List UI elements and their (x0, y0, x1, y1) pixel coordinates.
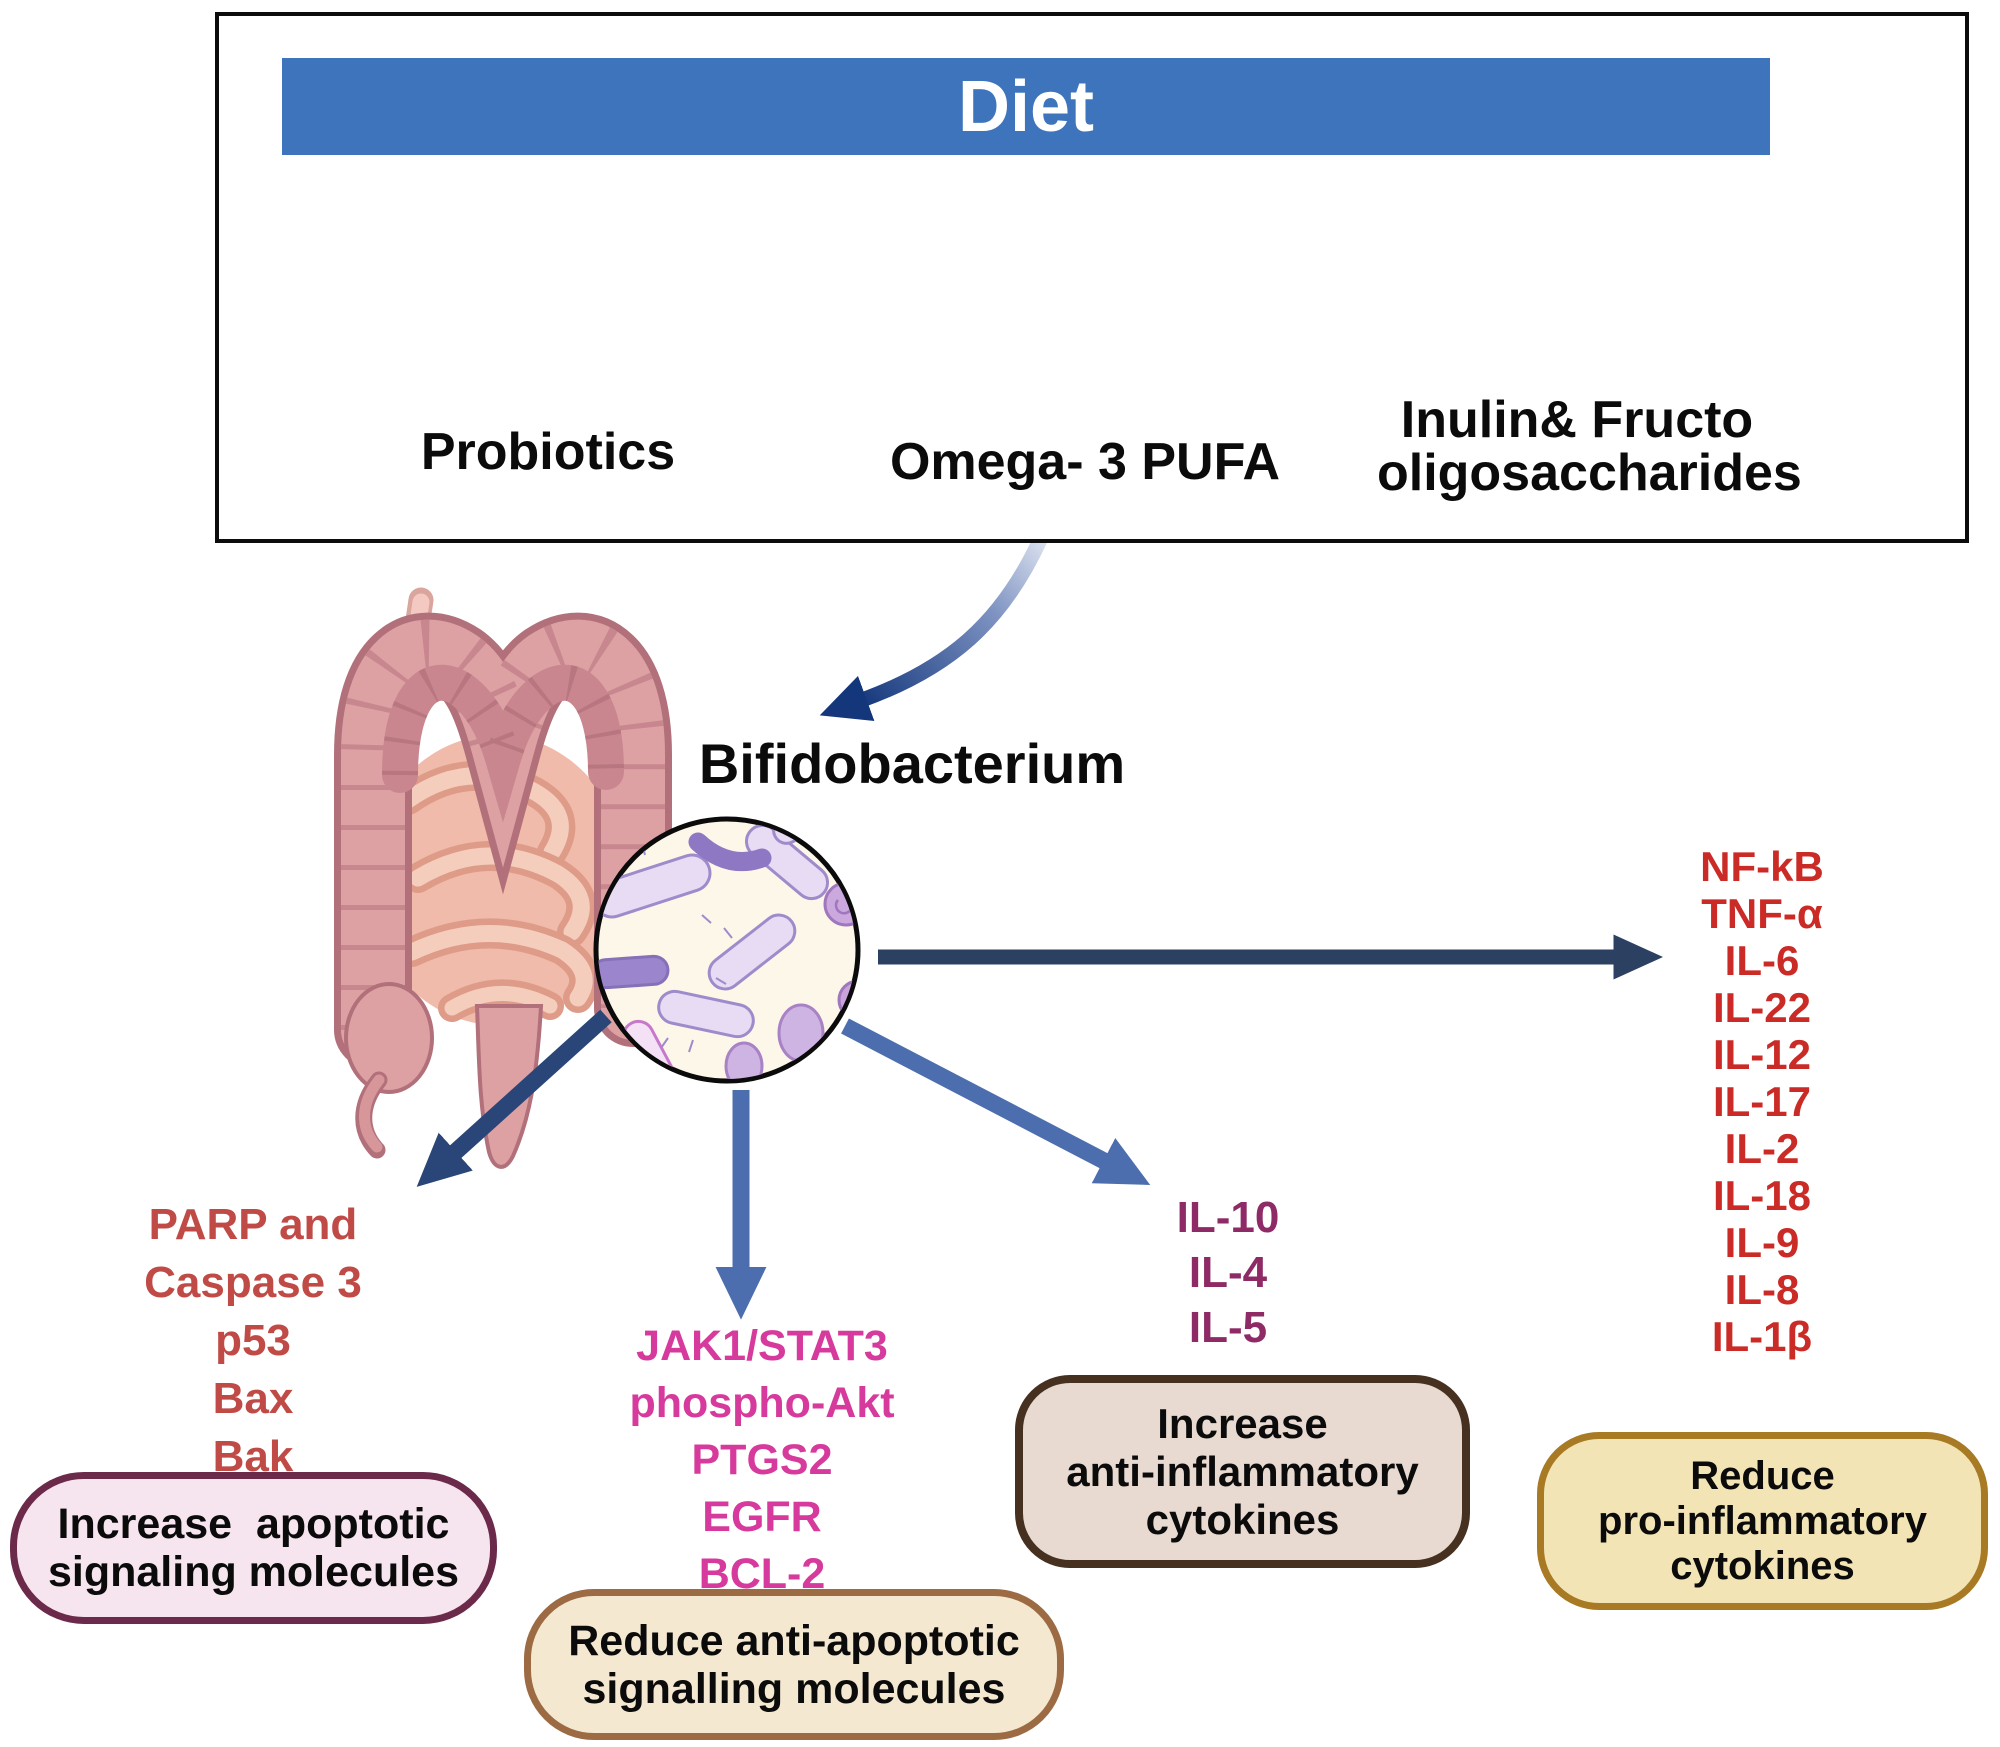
gut-bacteria-magnified-circle (593, 816, 861, 1084)
outcome-line: signaling molecules (48, 1548, 459, 1596)
outcome-line: cytokines (1670, 1543, 1855, 1588)
list-item: IL-6 (1724, 937, 1800, 984)
list-item: IL-17 (1712, 1078, 1812, 1125)
list-item: IL-1β (1711, 1313, 1813, 1360)
list-item: NF-kB (1700, 843, 1824, 890)
arrow-to-apoptotic (416, 1009, 612, 1187)
outcome-box-apoptotic: Increase apoptotic signaling molecules (10, 1472, 497, 1624)
apoptotic-molecule-list: PARP and Caspase 3 p53 Bax Bak (53, 1196, 453, 1486)
omega3-pufa-label: Omega- 3 PUFA (889, 433, 1281, 491)
list-item: IL-4 (1188, 1248, 1268, 1297)
inulin-fos-label-line1: Inulin& Fructo (1400, 391, 1754, 449)
list-item: IL-10 (1176, 1193, 1280, 1242)
diet-banner: Diet (282, 58, 1770, 155)
list-item: Bax (212, 1374, 294, 1423)
outcome-box-pro-inflammatory: Reduce pro-inflammatory cytokines (1537, 1432, 1988, 1610)
inulin-fos-label-line2: oligosaccharides (1377, 444, 1802, 502)
outcome-line: Increase (1157, 1399, 1328, 1447)
list-item: phospho-Akt (629, 1379, 895, 1427)
outcome-line: pro-inflammatory (1598, 1498, 1927, 1543)
inulin-fos-label: Inulin& Fructo oligosaccharides (1377, 391, 1802, 502)
arrow-to-anti-inflammatory (841, 1018, 1151, 1185)
outcome-line: Reduce (1690, 1453, 1835, 1498)
pro-inflammatory-cytokine-list: NF-kB TNF-α IL-6 IL-22 IL-12 IL-17 IL-2 … (1562, 843, 1962, 1360)
list-item: Caspase 3 (144, 1258, 362, 1307)
list-item: IL-8 (1724, 1266, 1800, 1313)
large-intestine-illustration (334, 587, 672, 1169)
list-item: IL-9 (1724, 1219, 1800, 1266)
list-item: EGFR (702, 1493, 822, 1541)
list-item: PARP and (148, 1200, 358, 1249)
list-item: IL-2 (1724, 1125, 1800, 1172)
list-item: TNF-α (1701, 890, 1823, 937)
outcome-box-anti-inflammatory: Increase anti-inflammatory cytokines (1015, 1375, 1470, 1568)
list-item: p53 (215, 1316, 291, 1365)
bifidobacterium-label: Bifidobacterium (698, 732, 1126, 795)
anti-apoptotic-molecule-list: JAK1/STAT3 phospho-Akt PTGS2 EGFR BCL-2 (562, 1318, 962, 1603)
probiotics-label: Probiotics (420, 423, 676, 481)
outcome-line: Increase apoptotic (57, 1500, 450, 1548)
list-item: IL-5 (1188, 1303, 1268, 1352)
outcome-line: signalling molecules (582, 1664, 1006, 1713)
list-item: IL-18 (1712, 1172, 1812, 1219)
list-item: JAK1/STAT3 (636, 1322, 888, 1370)
arrow-diet-to-bifidobacterium (819, 536, 1047, 722)
outcome-line: cytokines (1145, 1495, 1340, 1543)
outcome-line: anti-inflammatory (1066, 1447, 1419, 1495)
outcome-box-anti-apoptotic: Reduce anti-apoptotic signalling molecul… (524, 1589, 1064, 1740)
outcome-line: Reduce anti-apoptotic (568, 1616, 1020, 1665)
list-item: IL-12 (1712, 1031, 1812, 1078)
list-item: IL-22 (1712, 984, 1812, 1031)
anti-inflammatory-cytokine-list: IL-10 IL-4 IL-5 (1028, 1190, 1428, 1355)
list-item: PTGS2 (691, 1436, 833, 1484)
diet-title: Diet (957, 66, 1095, 147)
